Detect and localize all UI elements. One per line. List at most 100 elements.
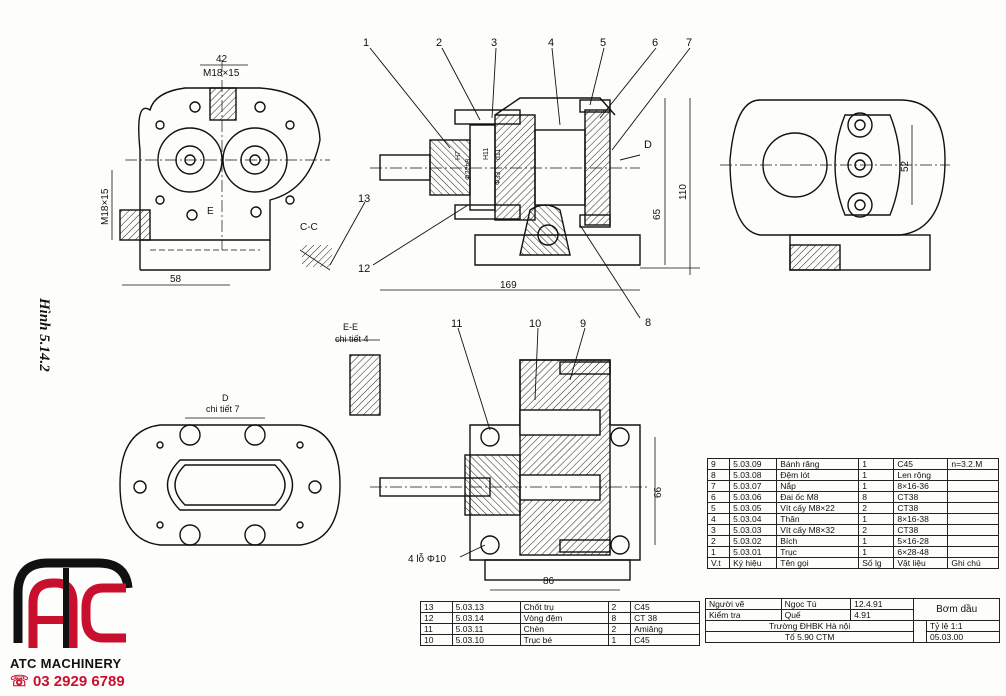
balloon-3: 3	[491, 37, 497, 49]
drawn-name: Ngọc Tú	[780, 598, 852, 610]
check-label: Kiểm tra	[705, 609, 782, 621]
dim-42: 42	[216, 54, 228, 65]
dim-m18-side: M18×15	[100, 188, 111, 225]
parts-cell: 2	[607, 601, 632, 613]
parts-cell: 2	[706, 535, 731, 547]
brand-phone-number: 03 2929 6789	[32, 673, 125, 690]
parts-cell: 7	[706, 480, 731, 492]
parts-cell: Vít cấy M8×22	[776, 502, 860, 514]
parts-cell: 1	[858, 469, 895, 481]
balloon-12: 12	[358, 263, 370, 275]
dim-58: 58	[170, 274, 182, 285]
right-view	[720, 99, 950, 271]
parts-cell: Thân	[776, 513, 860, 525]
parts-cell: C45	[630, 601, 700, 613]
parts-header-cell: Vật liệu	[893, 557, 949, 569]
dim-66: 66	[653, 486, 664, 498]
dim-110: 110	[678, 184, 689, 200]
figure-caption: Hình 5.14.2	[36, 298, 52, 372]
section-view	[370, 97, 700, 291]
view-arrow-d: D	[644, 139, 652, 151]
parts-cell: Chốt trụ	[519, 601, 609, 613]
dim-m18-top: M18×15	[203, 68, 240, 79]
fit-h7: H7	[455, 151, 462, 160]
balloon-11: 11	[451, 318, 462, 330]
balloon-9: 9	[580, 318, 586, 330]
drawn-label: Người vẽ	[705, 598, 782, 610]
parts-cell: 8	[607, 612, 632, 624]
parts-cell: 1	[607, 634, 632, 646]
parts-cell: 1	[858, 546, 895, 558]
detail-ee	[335, 339, 381, 416]
parts-cell: Len rộng	[893, 469, 949, 481]
parts-cell: CT 38	[630, 612, 700, 624]
parts-cell: 5×16-28	[893, 535, 949, 547]
balloon-10: 10	[529, 318, 541, 330]
parts-cell: 5.03.01	[729, 546, 778, 558]
fit-d11: d11	[495, 149, 502, 160]
parts-cell: 9	[706, 458, 731, 470]
parts-cell: 12	[420, 612, 453, 624]
dim-holes: 4 lỗ Φ10	[408, 552, 446, 565]
scale: Tỷ lệ 1:1	[925, 620, 1001, 632]
school-name: Trường ĐHBK Hà nội	[704, 620, 915, 632]
balloon-4: 4	[548, 37, 554, 49]
parts-cell: 5.03.13	[451, 601, 521, 613]
front-view	[111, 60, 332, 286]
balloon-7: 7	[686, 37, 692, 49]
group-name: Tổ 5.90 CTM	[704, 631, 915, 643]
parts-header-cell: Ký hiệu	[729, 557, 778, 569]
parts-cell: 5.03.11	[451, 623, 521, 635]
title-block: Người vẽ Ngọc Tú 12.4.91 Bơm dầu Kiểm tr…	[704, 598, 1001, 643]
parts-header-cell: Số lg	[858, 557, 895, 569]
fit-g22: Φ22h8	[465, 159, 472, 180]
leader-lines	[329, 47, 691, 558]
dim-169: 169	[500, 280, 517, 291]
parts-cell: Amiăng	[630, 623, 700, 635]
dim-65: 65	[652, 208, 663, 220]
parts-cell: Đai ốc M8	[776, 491, 860, 503]
detail-d-title: D	[222, 393, 229, 403]
section-ee-title: E-E	[343, 322, 358, 332]
parts-cell: 11	[420, 623, 453, 635]
parts-cell: C45	[630, 634, 700, 646]
parts-cell: 13	[420, 601, 453, 613]
parts-cell: 5.03.02	[729, 535, 778, 547]
parts-cell: 10	[420, 634, 453, 646]
parts-header-cell: V.t	[706, 557, 731, 569]
balloon-8: 8	[645, 317, 651, 329]
parts-cell: 5.03.04	[729, 513, 778, 525]
parts-cell: 8	[858, 491, 895, 503]
section-cc-label: C-C	[300, 222, 318, 233]
parts-cell	[947, 469, 999, 481]
parts-cell: 8×16-36	[893, 480, 949, 492]
parts-cell	[947, 513, 999, 525]
parts-cell: Nắp	[776, 480, 860, 492]
fit-d33: Φ33	[495, 172, 502, 185]
section-ee-sub: chi tiết 4	[335, 334, 369, 344]
parts-cell: 5.03.08	[729, 469, 778, 481]
parts-cell	[947, 502, 999, 514]
parts-cell: Trục	[776, 546, 860, 558]
parts-cell: 5.03.09	[729, 458, 778, 470]
dim-52: 52	[900, 160, 911, 172]
parts-cell: 1	[858, 480, 895, 492]
parts-cell: Đệm lót	[776, 469, 860, 481]
parts-cell: 6	[706, 491, 731, 503]
parts-cell: 5.03.03	[729, 524, 778, 536]
drawing-title: Bơm dầu	[913, 598, 1000, 621]
parts-cell	[947, 524, 999, 536]
